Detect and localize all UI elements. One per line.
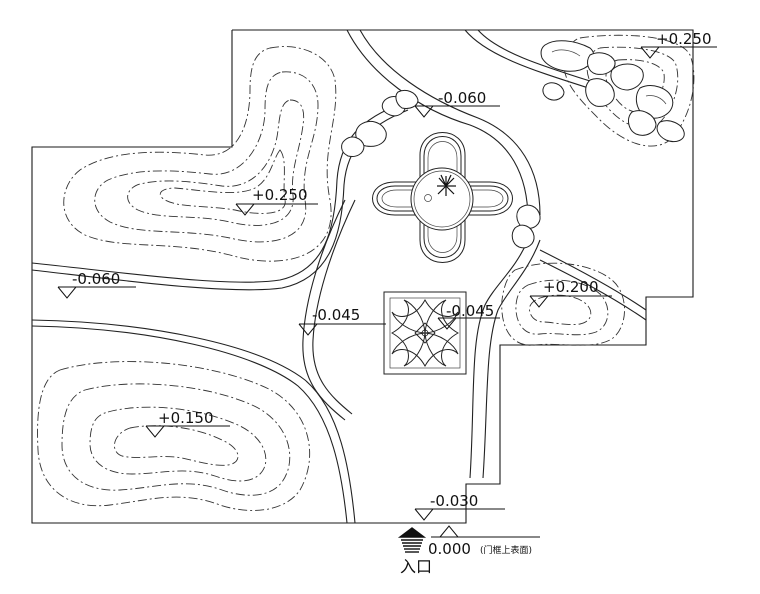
- entrance-label: 入口: [400, 557, 432, 576]
- entrance-arrow-icon: [397, 527, 427, 553]
- level-label: -0.045: [446, 302, 494, 320]
- rock-cluster-top-right: [540, 40, 685, 143]
- entrance-level-label: 0.000: [428, 540, 471, 558]
- level-marker-5: +0.200: [529, 278, 612, 308]
- level-label: -0.060: [438, 89, 486, 107]
- site-boundary: [31, 29, 694, 524]
- level-label: -0.030: [430, 492, 478, 510]
- contour-lines: [37, 34, 695, 511]
- level-label: +0.250: [656, 30, 712, 48]
- level-marker-7: -0.045: [437, 302, 500, 330]
- level-label: +0.200: [543, 278, 599, 296]
- level-marker-9: -0.030: [414, 492, 505, 521]
- ornamental-paving-square: [383, 291, 467, 375]
- level-marker-1: +0.250: [640, 30, 717, 59]
- level-marker-4: -0.060: [57, 270, 136, 299]
- level-label: +0.150: [158, 409, 214, 427]
- rocks-along-path: [341, 89, 541, 249]
- entrance: 0.000 (门框上表面) 入口: [397, 525, 540, 576]
- level-marker-6: -0.045: [298, 306, 386, 336]
- entrance-note: (门框上表面): [480, 544, 532, 556]
- level-marker-8: +0.150: [145, 409, 230, 438]
- path-edges: [31, 29, 647, 524]
- level-marker-3: +0.250: [235, 186, 318, 216]
- level-label: -0.060: [72, 270, 120, 288]
- cross-plaza: [372, 132, 513, 263]
- palm-plant-icon: [437, 174, 456, 196]
- level-label: +0.250: [252, 186, 308, 204]
- level-label: -0.045: [312, 306, 360, 324]
- level-marker-2: -0.060: [414, 89, 500, 118]
